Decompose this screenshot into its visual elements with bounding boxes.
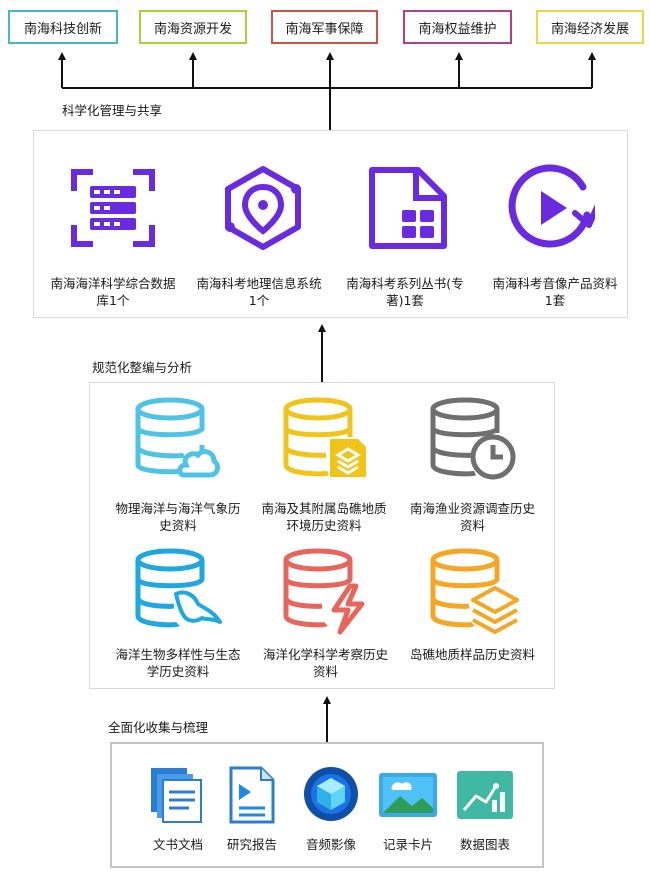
database-layers-icon [283, 397, 366, 477]
database-clock-icon [430, 397, 516, 480]
picture-card-icon [379, 773, 437, 817]
documents-icon [151, 768, 202, 823]
item-label-media: 南海科考音像产品资料1套 [492, 276, 618, 308]
item-label-books: 南海科考系列丛书(专著)1套 [346, 276, 464, 308]
item-label-media-files: 音频影像 [305, 837, 356, 852]
item-label-biology: 海洋生物多样性与生态学历史资料 [115, 647, 241, 679]
stage-label-management: 科学化管理与共享 [62, 103, 163, 118]
item-label-cards: 记录卡片 [382, 837, 433, 852]
database-stack-icon [430, 548, 519, 634]
database-fish-icon [135, 548, 222, 628]
report-icon [229, 766, 275, 824]
document-grid-icon [369, 167, 447, 249]
item-label-physical: 物理海洋与海洋气象历史资料 [115, 501, 241, 533]
chart-icon [457, 771, 513, 819]
item-label-chemistry: 海洋化学科学考察历史资料 [262, 647, 388, 679]
play-circle-icon [508, 164, 595, 248]
database-lightning-icon [283, 548, 365, 635]
item-label-island-samples: 岛礁地质样品历史资料 [409, 647, 535, 662]
qr-database-icon [71, 169, 155, 247]
item-label-charts: 数据图表 [459, 837, 510, 852]
item-label-database: 南海海洋科学综合数据库1个 [50, 276, 176, 308]
goal-box-economy: 南海经济发展 [536, 10, 644, 44]
item-label-documents: 文书文档 [152, 837, 203, 852]
goal-box-military: 南海军事保障 [271, 10, 378, 44]
media-sphere-icon [304, 767, 358, 821]
item-label-report: 研究报告 [226, 837, 277, 852]
goal-box-tech: 南海科技创新 [8, 10, 118, 44]
database-cloud-icon [135, 397, 220, 478]
item-label-fishery: 南海渔业资源调查历史资料 [409, 501, 535, 533]
stage-label-organize: 规范化整编与分析 [92, 360, 193, 375]
map-pin-hexagon-icon [225, 166, 301, 250]
stage-label-collect: 全面化收集与梳理 [108, 720, 209, 735]
goal-box-rights: 南海权益维护 [403, 10, 512, 44]
item-label-gis: 南海科考地理信息系统1个 [196, 276, 322, 308]
goal-box-resource: 南海资源开发 [139, 10, 247, 44]
item-label-geology: 南海及其附属岛礁地质环境历史资料 [261, 501, 387, 533]
